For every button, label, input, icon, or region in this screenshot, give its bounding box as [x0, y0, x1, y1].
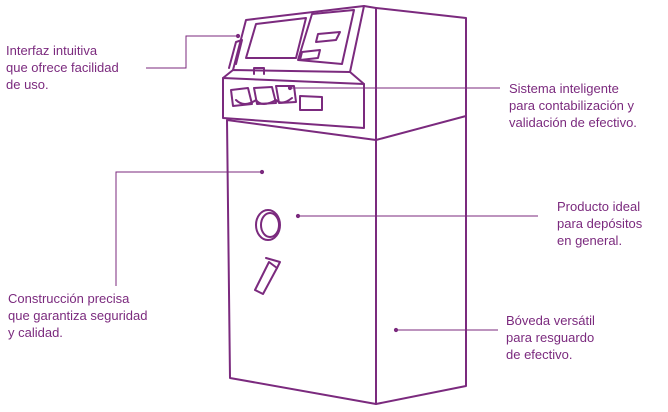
printer-tray [299, 49, 321, 61]
leader-vault-dot [393, 327, 399, 333]
side-handle [228, 39, 243, 69]
band-display [299, 95, 323, 111]
cash-slot-curve [235, 97, 293, 105]
callout-construction: Construcción precisa que garantiza segur… [8, 291, 148, 340]
vault-front-face [226, 119, 377, 405]
leader-interface-dot [235, 33, 241, 39]
vault-dial-inner [260, 212, 280, 238]
leader-product-dot [295, 213, 301, 219]
callout-system: Sistema inteligente para contabilización… [509, 81, 637, 130]
cash-slot-left [230, 87, 253, 107]
callout-interface: Interfaz intuitiva que ofrece facilidad … [6, 43, 119, 92]
printer-panel [297, 9, 355, 65]
leader-interface [146, 35, 238, 69]
callout-leaders [115, 33, 538, 333]
module-tab [253, 67, 265, 75]
leader-system-dot [287, 85, 293, 91]
vault-side-face [375, 115, 467, 405]
screen-housing [232, 5, 365, 73]
vault-handle-top [265, 257, 281, 269]
leader-construction-dot [259, 169, 265, 175]
cash-module-top [222, 69, 365, 85]
cabinet-top-edge [375, 7, 467, 117]
callout-vault: Bóveda versátil para resguardo de efecti… [506, 313, 595, 362]
cash-module-band [222, 77, 365, 129]
leader-construction [115, 171, 262, 286]
cash-machine-illustration [222, 5, 467, 405]
touch-screen [245, 17, 307, 59]
vault-dial [255, 209, 281, 241]
vault-handle [254, 261, 278, 295]
cash-slot-middle [253, 86, 277, 105]
cash-slot-right [275, 85, 297, 104]
printer-slot [315, 31, 341, 43]
upper-module-side [363, 5, 377, 141]
callout-product: Producto ideal para depósitos en general… [557, 199, 643, 248]
